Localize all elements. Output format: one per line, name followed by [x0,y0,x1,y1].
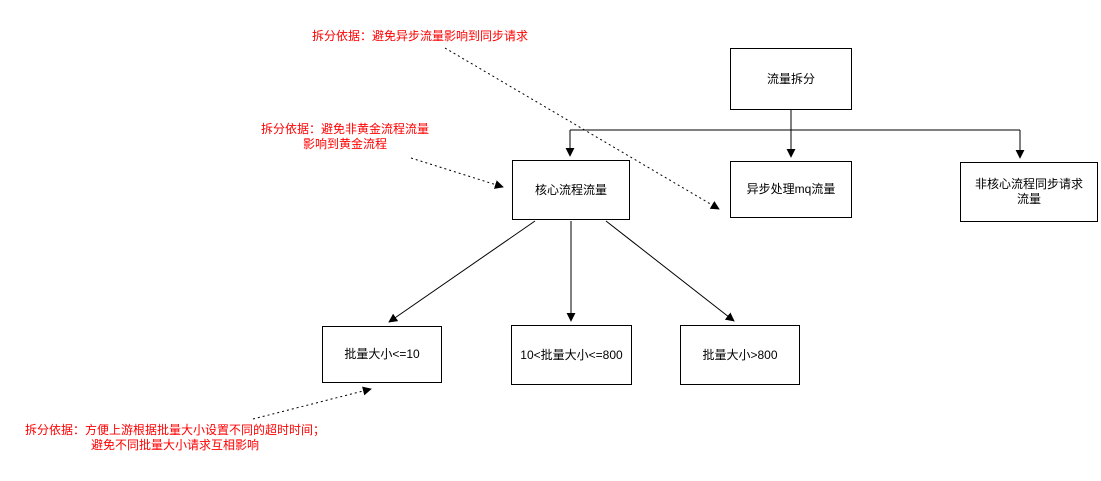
edge-core-to-batch-large [605,220,735,322]
node-batch-small: 批量大小<=10 [322,326,442,383]
node-core-flow-traffic: 核心流程流量 [512,160,630,220]
node-batch-small-label: 批量大小<=10 [344,347,420,361]
annotation-batch-line2: 避免不同批量大小请求互相影响 [90,438,259,452]
annotation-async: 拆分依据：避免异步流量影响到同步请求 [312,29,528,44]
annotation-batch: 拆分依据：方便上游根据批量大小设置不同的超时时间； 避免不同批量大小请求互相影响 [22,423,328,453]
node-async-mq-traffic: 异步处理mq流量 [730,161,852,218]
annotation-async-line: 拆分依据：避免异步流量影响到同步请求 [312,29,529,43]
node-traffic-split-label: 流量拆分 [766,71,815,86]
node-core-flow-traffic-label: 核心流程流量 [534,182,607,197]
node-batch-large-label: 批量大小>800 [702,347,778,362]
node-noncore-sync-traffic: 非核心流程同步请求流量 [960,162,1098,222]
edge-core-to-batch-small [388,220,536,323]
dashed-arrow-golden-annotation [410,157,504,189]
node-async-mq-traffic-label: 异步处理mq流量 [746,182,836,196]
node-traffic-split: 流量拆分 [730,48,852,110]
node-batch-large: 批量大小>800 [680,325,800,385]
annotation-batch-line1: 拆分依据：方便上游根据批量大小设置不同的超时时间； [24,423,325,437]
dashed-arrow-batch-annotation [252,386,372,420]
annotation-golden-line1: 拆分依据：避免非黄金流程流量 [260,122,429,136]
annotation-golden: 拆分依据：避免非黄金流程流量 影响到黄金流程 [249,122,441,152]
node-noncore-sync-traffic-label: 非核心流程同步请求流量 [974,177,1083,206]
node-batch-mid-label: 10<批量大小<=800 [520,347,623,362]
annotation-golden-line2: 影响到黄金流程 [302,137,387,151]
node-batch-mid: 10<批量大小<=800 [511,325,632,385]
